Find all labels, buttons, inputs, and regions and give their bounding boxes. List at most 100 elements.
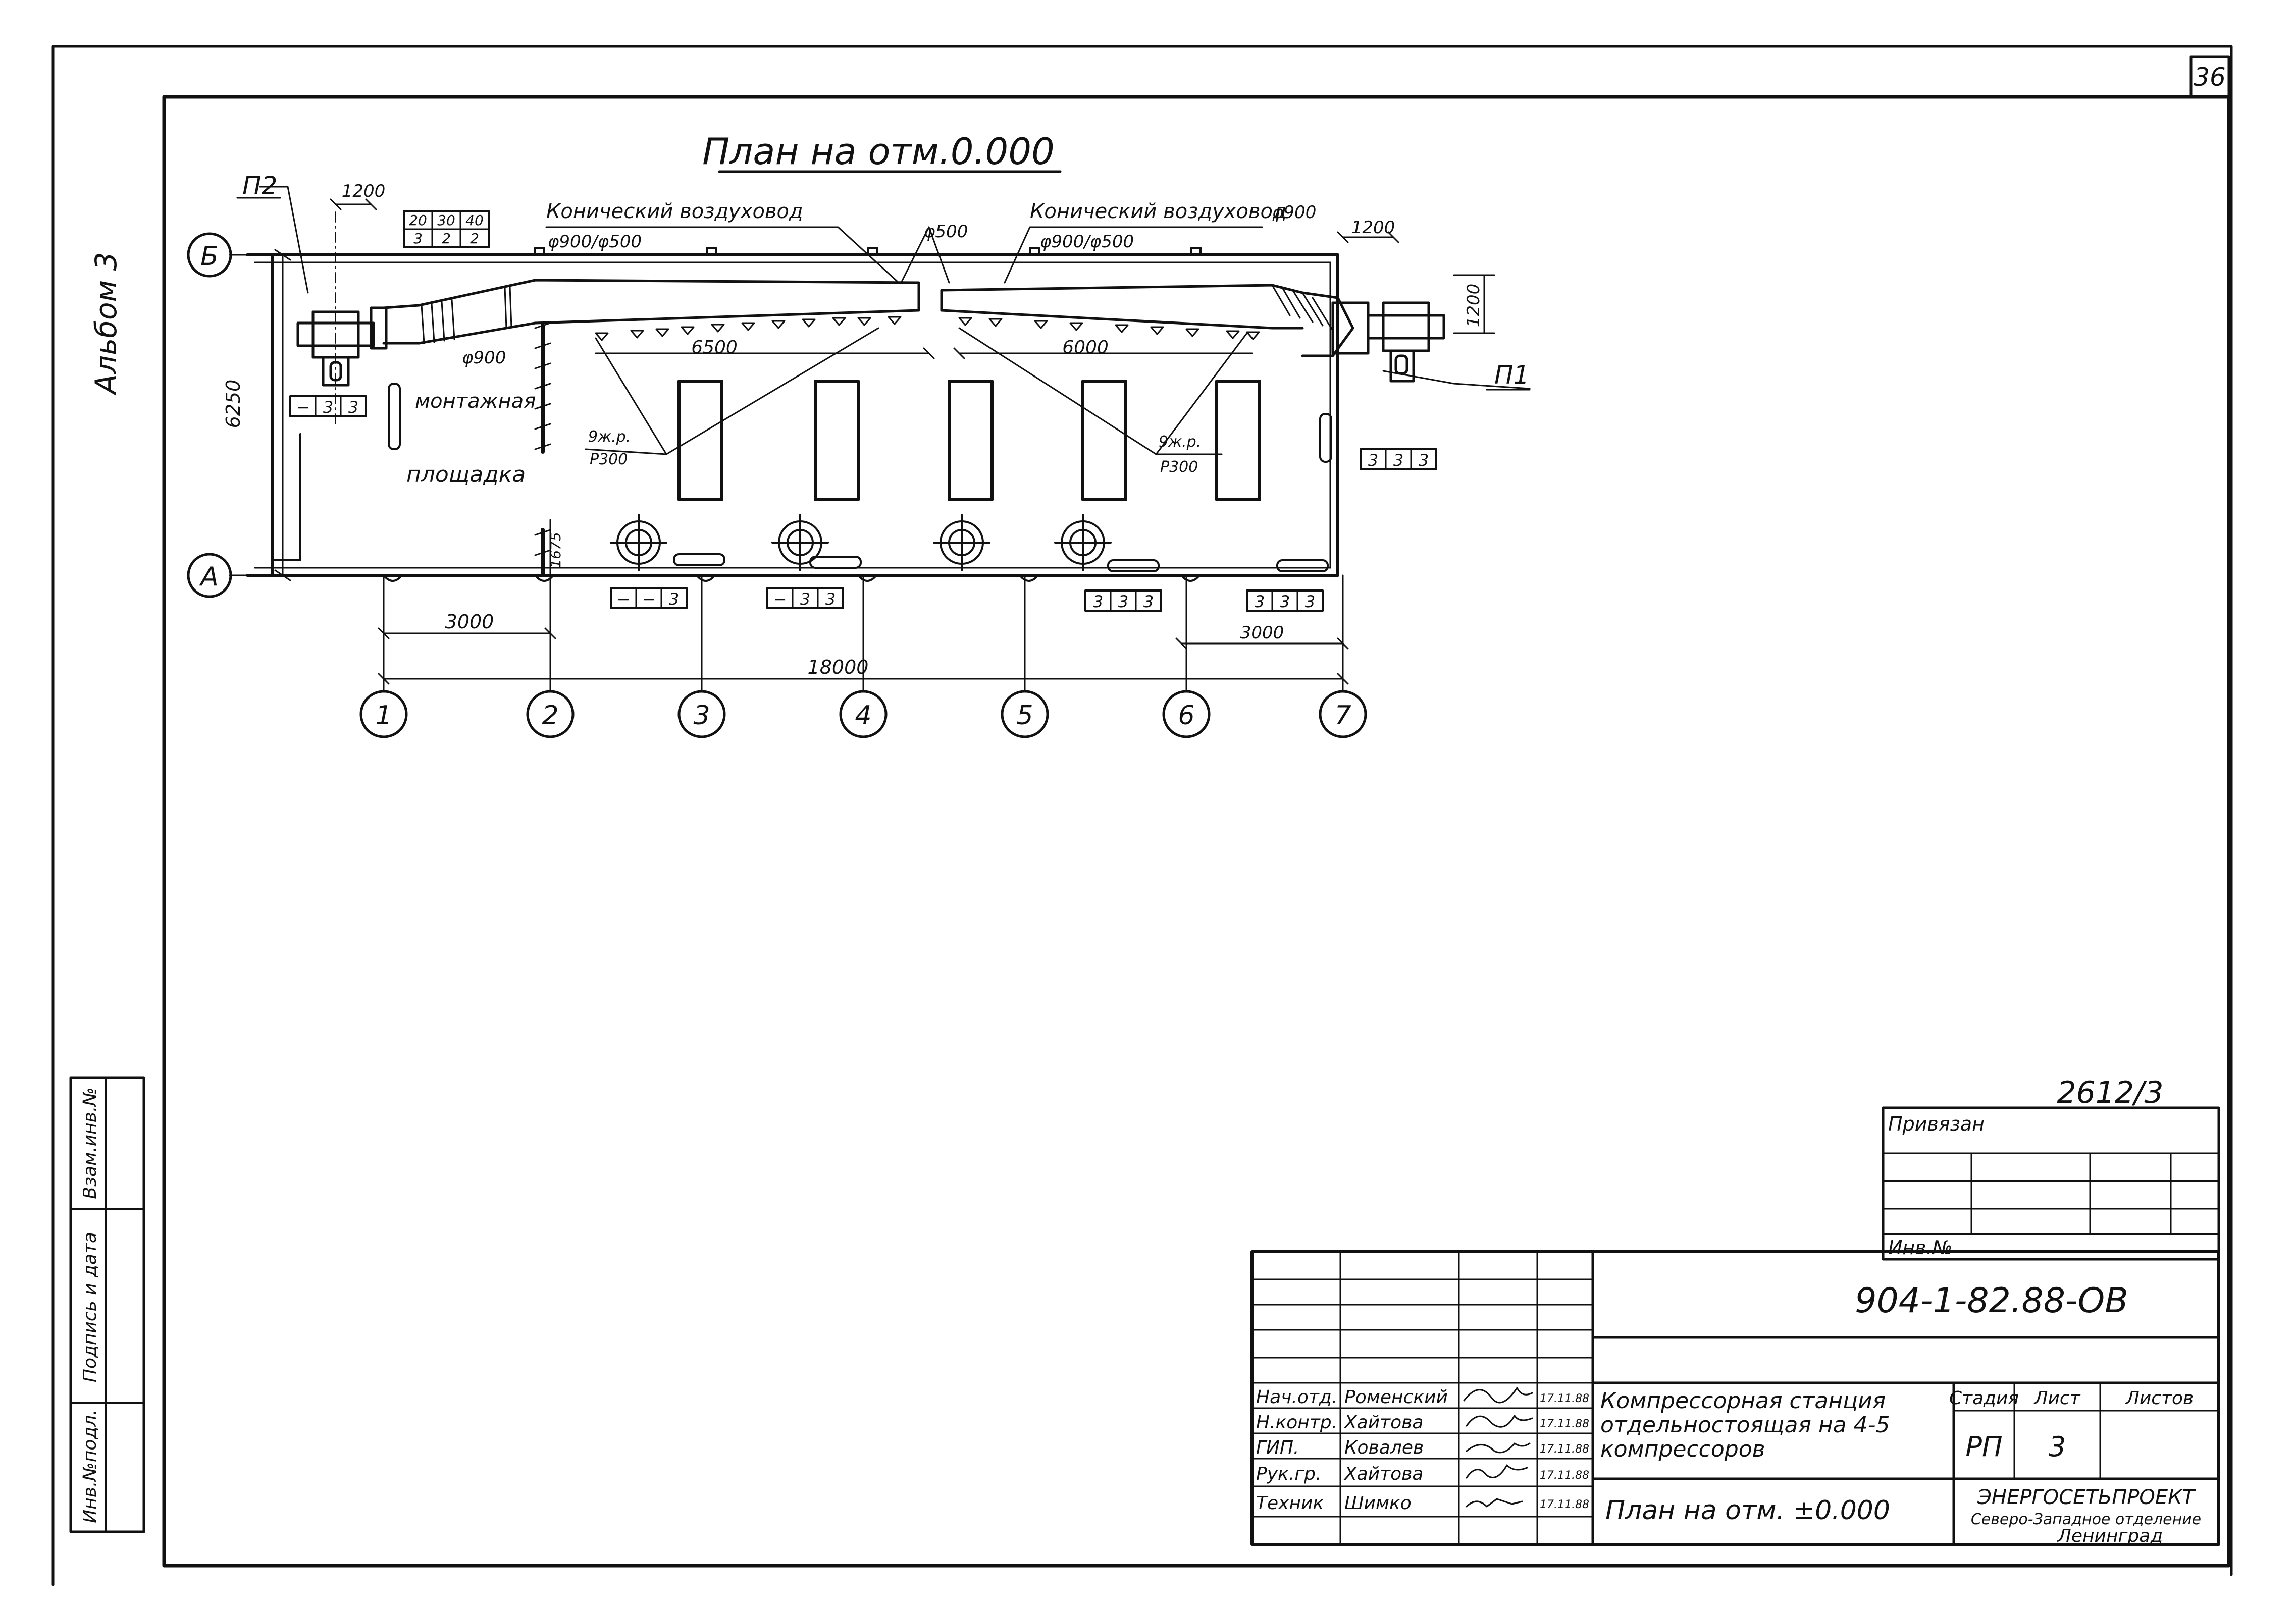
mark-m5-b: 3 [1280, 592, 1290, 611]
mark-m2-a: − [617, 589, 631, 609]
mark-m4-a: 3 [1093, 592, 1103, 611]
dim-18000: 18000 [808, 656, 869, 678]
sheet-number-box: 36 [2189, 55, 2230, 98]
staff-signature-3 [1466, 1442, 1531, 1454]
axis-label-3: 3 [693, 701, 710, 731]
note-d500: φ500 [924, 222, 968, 242]
doc-code: 904-1-82.88-ОВ [1855, 1281, 2128, 1321]
org-name: ЭНЕРГОСЕТЬПРОЕКТ [1977, 1486, 2197, 1509]
note-duct-left-size: φ900/φ500 [548, 232, 642, 252]
staff-name-1: Роменский [1344, 1387, 1448, 1408]
binding-bound-label: Привязан [1888, 1113, 1985, 1135]
album-label: Альбом 3 [89, 252, 123, 396]
air-handling-unit-p2 [296, 211, 388, 424]
project-title-line-3: компрессоров [1600, 1436, 1765, 1462]
mark-m5-c: 3 [1305, 592, 1315, 611]
mark-table-top-3: 40 [465, 212, 484, 229]
platform-hatch [534, 322, 551, 556]
project-title-line-2: отдельностоящая на 4-5 [1600, 1412, 1890, 1438]
note-platform-1: монтажная [415, 390, 536, 413]
dim-6500: 6500 [691, 337, 738, 358]
note-d900-left: φ900 [462, 348, 506, 368]
plan-title: План на отм.0.000 [702, 130, 1055, 173]
air-handling-unit-p1 [1331, 301, 1445, 383]
mark-table-top-2: 30 [437, 212, 455, 229]
staff-row-5: Техник Шимко 17.11.88 [1256, 1493, 1589, 1514]
compressor-foundations [677, 380, 1261, 501]
dim-1200-right-top: 1200 [1351, 218, 1395, 238]
unit-label-p1: П1 [1494, 360, 1529, 390]
wall-heaters [388, 383, 1332, 572]
stage-header: Стадия [1949, 1388, 2019, 1409]
sheet-frame [51, 45, 2233, 1586]
staff-signature-5 [1466, 1498, 1523, 1508]
staff-date-5: 17.11.88 [1540, 1498, 1589, 1511]
binding-reference: 2612/3 [2057, 1075, 2163, 1110]
mark-table-bottom-3: 2 [470, 230, 479, 247]
mark-m1-a: − [296, 398, 310, 417]
margin-replace-label: Взам.инв.№ [80, 1087, 100, 1199]
axis-grid [229, 254, 1344, 692]
mark-m3-c: 3 [825, 589, 836, 609]
axis-label-1: 1 [375, 701, 392, 731]
mark-m5-a: 3 [1255, 592, 1265, 611]
note-grille-right-size: Р300 [1160, 458, 1198, 476]
wall-pilasters [383, 247, 1202, 582]
roof-fans [610, 514, 1112, 571]
air-duct [382, 279, 1354, 357]
staff-name-3: Ковалев [1344, 1437, 1424, 1458]
staff-row-1: Нач.отд. Роменский 17.11.88 [1256, 1387, 1589, 1408]
supply-grilles [595, 316, 1260, 341]
dim-1675: 1675 [547, 532, 564, 568]
mark-m4-b: 3 [1118, 592, 1128, 611]
note-duct-right: Конический воздуховод [1030, 200, 1287, 223]
mark-m6: 3 3 3 [1360, 448, 1437, 470]
dim-6000: 6000 [1062, 337, 1109, 358]
axis-bubble-7: 7 [1319, 690, 1367, 738]
sheet-header: Лист [2033, 1388, 2080, 1409]
staff-date-2: 17.11.88 [1540, 1418, 1589, 1430]
binding-inv-label: Инв.№ [1888, 1237, 1952, 1259]
axis-bubble-6: 6 [1162, 690, 1211, 738]
note-d900-right: φ900 [1272, 202, 1316, 223]
axis-bubble-2: 2 [526, 690, 575, 738]
axis-bubble-4: 4 [839, 690, 888, 738]
duct-notes: Конический воздуховод φ900/φ500 Коническ… [406, 200, 1316, 488]
mark-m6-a: 3 [1368, 451, 1378, 470]
dim-3000-left: 3000 [445, 611, 494, 633]
axis-bubble-a: А [187, 553, 232, 598]
staff-role-5: Техник [1256, 1493, 1324, 1514]
binding-block: 2612/3 Привязан Инв.№ [1882, 1075, 2220, 1261]
axis-bubble-b: Б [187, 232, 232, 278]
staff-role-1: Нач.отд. [1256, 1387, 1337, 1408]
staff-row-3: ГИП. Ковалев 17.11.88 [1256, 1437, 1589, 1458]
note-duct-right-size: φ900/φ500 [1040, 232, 1134, 252]
org-division: Северо-Западное отделение [1971, 1511, 2201, 1528]
axis-label-b: Б [200, 241, 219, 272]
mark-m1-c: 3 [348, 398, 358, 417]
staff-signature-2 [1466, 1415, 1533, 1428]
mark-table-top-1: 20 [409, 212, 427, 229]
dimension-values: 1200 1200 1200 6250 6500 6000 1675 3000 … [222, 181, 1484, 678]
mark-m4: 3 3 3 [1084, 589, 1162, 612]
mark-table-bottom-1: 3 [413, 230, 423, 247]
note-grille-left: 9ж.р. [588, 428, 631, 446]
staff-name-5: Шимко [1344, 1493, 1412, 1514]
unit-label-p2: П2 [242, 171, 277, 200]
staff-name-2: Хайтова [1343, 1412, 1423, 1433]
staff-role-4: Рук.гр. [1256, 1464, 1321, 1484]
axis-label-5: 5 [1016, 701, 1033, 731]
staff-row-2: Н.контр. Хайтова 17.11.88 [1256, 1412, 1589, 1433]
stage-value: РП [1965, 1431, 2002, 1463]
note-grille-right: 9ж.р. [1159, 433, 1201, 451]
sheets-header: Листов [2125, 1388, 2194, 1409]
axis-label-a: А [199, 562, 219, 592]
title-block: Нач.отд. Роменский 17.11.88 Н.контр. Хай… [1250, 1250, 2220, 1546]
mark-m2-b: − [642, 589, 656, 609]
staff-date-1: 17.11.88 [1540, 1392, 1589, 1405]
margin-signature-label: Подпись и дата [80, 1232, 100, 1382]
staff-date-4: 17.11.88 [1540, 1469, 1589, 1482]
axis-bubble-3: 3 [677, 690, 726, 738]
margin-stamp: Инв.№подл. Подпись и дата Взам.инв.№ [69, 1076, 145, 1533]
